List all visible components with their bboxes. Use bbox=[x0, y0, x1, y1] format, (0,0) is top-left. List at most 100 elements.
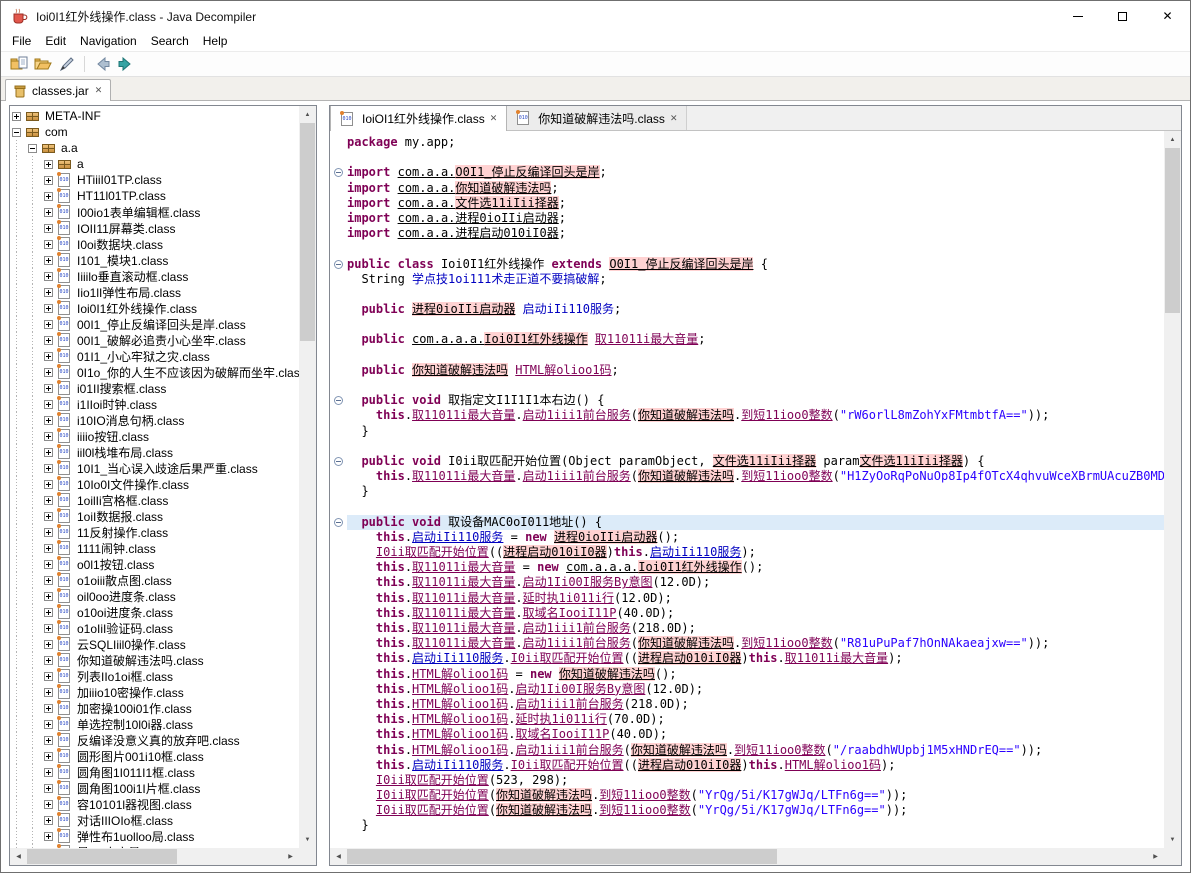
scrollbar-thumb[interactable] bbox=[1165, 148, 1180, 313]
code-link[interactable]: HTML解olioo1码 bbox=[412, 666, 509, 681]
tree-expander-icon[interactable] bbox=[44, 447, 53, 457]
tab-close-icon[interactable]: ✕ bbox=[489, 113, 498, 123]
code-link[interactable]: 文件选11iIii择器 bbox=[712, 453, 817, 468]
code-link[interactable]: com.a.a. bbox=[397, 180, 456, 195]
tree-expander-icon[interactable] bbox=[44, 367, 53, 377]
code-link[interactable]: 取11011i最大音量 bbox=[412, 590, 516, 605]
code-link[interactable]: 到短11ioo0整数 bbox=[741, 636, 833, 651]
tree-item[interactable]: META-INF bbox=[10, 108, 299, 124]
scroll-left-icon[interactable]: ◀ bbox=[336, 854, 341, 860]
code-link[interactable]: 你知道破解违法吗 bbox=[638, 469, 735, 484]
code-link[interactable]: com.a.a.a. bbox=[566, 560, 639, 575]
jar-tab[interactable]: classes.jar ✕ bbox=[5, 79, 112, 101]
code-link[interactable]: 进程0ioIIi启动器 bbox=[554, 529, 658, 544]
code-link[interactable]: 取11011i最大音量 bbox=[784, 651, 889, 666]
scroll-down-icon[interactable]: ▼ bbox=[1169, 836, 1176, 843]
tree-expander-icon[interactable] bbox=[44, 847, 53, 848]
tree-expander-icon[interactable] bbox=[44, 511, 53, 521]
tab-close-icon[interactable]: ✕ bbox=[94, 85, 103, 95]
code-link[interactable]: 启动1iii1前台服务 bbox=[522, 408, 631, 423]
code-link[interactable]: 到短11ioo0整数 bbox=[741, 408, 833, 423]
code-link[interactable]: HTML解olioo1码 bbox=[515, 362, 612, 377]
tree-expander-icon[interactable] bbox=[44, 671, 53, 681]
tree-expander-icon[interactable] bbox=[44, 271, 53, 281]
tree-expander-icon[interactable] bbox=[44, 351, 53, 361]
code-link[interactable]: HTML解olioo1码 bbox=[412, 696, 509, 711]
tree-item[interactable]: a.a bbox=[10, 140, 299, 156]
tree-expander-icon[interactable] bbox=[44, 719, 53, 729]
open-type-button[interactable] bbox=[31, 53, 55, 75]
tree-expander-icon[interactable] bbox=[44, 191, 53, 201]
code-link[interactable]: 启动1Ii00I服务By意图 bbox=[522, 575, 653, 590]
code-link[interactable]: I0ii取匹配开始位置 bbox=[510, 757, 624, 772]
code-link[interactable]: 进程启动010iI0器 bbox=[503, 545, 607, 560]
tree-expander-icon[interactable] bbox=[44, 399, 53, 409]
code-link[interactable]: 启动iIi110服务 bbox=[412, 757, 504, 772]
tree-expander-icon[interactable] bbox=[44, 527, 53, 537]
code-link[interactable]: 延时执1i011i行 bbox=[522, 590, 614, 605]
code-link[interactable]: I0ii取匹配开始位置 bbox=[375, 788, 489, 803]
code-link[interactable]: 取11011i最大音量 bbox=[412, 621, 516, 635]
tree-item[interactable]: 010最il1I大音量.class bbox=[10, 844, 299, 848]
code-link[interactable]: 取11011i最大音量 bbox=[412, 636, 516, 651]
code-link[interactable]: 取11011i最大音量 bbox=[412, 560, 516, 575]
code-link[interactable]: com.a.a.进程0ioIIi启动器 bbox=[397, 210, 559, 225]
scroll-down-icon[interactable]: ▼ bbox=[304, 836, 311, 843]
code-link[interactable]: HTML解olioo1码 bbox=[412, 727, 509, 742]
code-link[interactable]: 进程启动010iI0器 bbox=[638, 651, 742, 666]
tree-expander-icon[interactable] bbox=[44, 575, 53, 585]
tree-expander-icon[interactable] bbox=[44, 783, 53, 793]
code-link[interactable]: 取域名IooiI11P bbox=[515, 727, 610, 742]
tree-expander-icon[interactable] bbox=[44, 239, 53, 249]
code-link[interactable]: 取域名IooiI11P bbox=[522, 605, 617, 620]
code-link[interactable]: 你知道破解违法吗 bbox=[638, 408, 735, 423]
tree-expander-icon[interactable] bbox=[44, 607, 53, 617]
tree-expander-icon[interactable] bbox=[44, 495, 53, 505]
tree-expander-icon[interactable] bbox=[44, 751, 53, 761]
scroll-right-icon[interactable]: ▶ bbox=[288, 854, 293, 860]
code-link[interactable]: com.a.a. bbox=[397, 195, 456, 210]
code-link[interactable]: O0I1_停止反编译回头是岸 bbox=[455, 165, 600, 180]
tree-item[interactable]: com bbox=[10, 124, 299, 140]
tree-expander-icon[interactable] bbox=[44, 463, 53, 473]
code-link[interactable]: I0ii取匹配开始位置 bbox=[375, 772, 489, 787]
close-button[interactable]: ✕ bbox=[1145, 2, 1190, 31]
code-link[interactable]: com.a.a. bbox=[397, 165, 456, 180]
tree-expander-icon[interactable] bbox=[44, 287, 53, 297]
scrollbar-thumb[interactable] bbox=[27, 849, 177, 864]
tree-expander-icon[interactable] bbox=[44, 815, 53, 825]
tree-expander-icon[interactable] bbox=[44, 479, 53, 489]
code-link[interactable]: 取11011i最大音量 bbox=[412, 575, 516, 590]
tree-vertical-scrollbar[interactable]: ▲ ▼ bbox=[299, 106, 316, 848]
tree-expander-icon[interactable] bbox=[44, 159, 53, 169]
menu-item-file[interactable]: File bbox=[12, 34, 32, 48]
search-button[interactable] bbox=[55, 53, 79, 75]
code-link[interactable]: com.a.a.a. bbox=[412, 332, 485, 347]
tree-expander-icon[interactable] bbox=[44, 383, 53, 393]
code-link[interactable]: 取11011i最大音量 bbox=[412, 408, 516, 423]
